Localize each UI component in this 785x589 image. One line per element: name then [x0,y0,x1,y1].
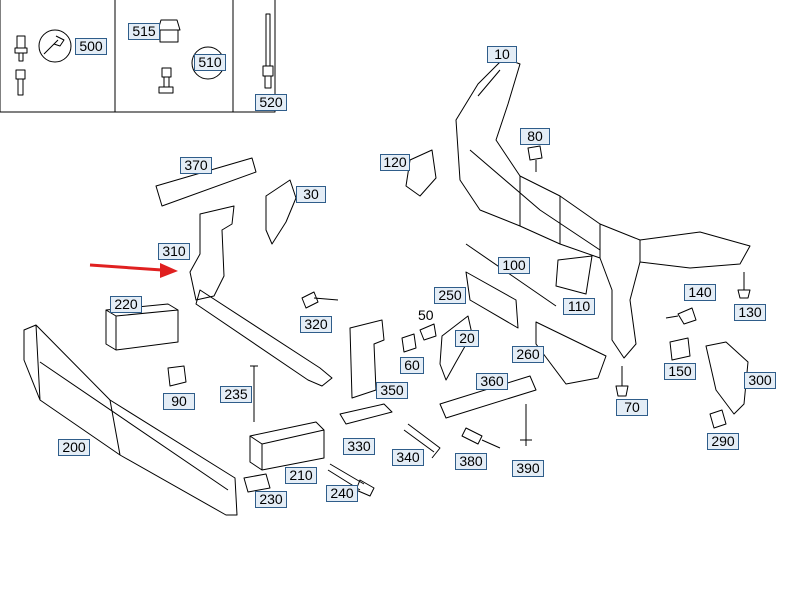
nut-290 [709,409,727,429]
label-220: 220 [110,296,142,313]
front-carrier-10 [455,57,751,359]
bolt-340 [403,423,441,459]
label-380: 380 [455,453,487,470]
label-370: 370 [180,157,212,174]
label-100: 100 [498,257,530,274]
carrier-detail [469,69,641,262]
bracket-220 [105,303,179,351]
label-20: 20 [455,330,479,347]
label-240: 240 [326,485,358,502]
bolt-380 [461,427,501,449]
bracket-120 [405,149,437,197]
label-90: 90 [163,393,195,410]
label-350: 350 [376,382,408,399]
inset-stud-520 [262,13,274,89]
bolt-130 [737,272,751,299]
label-130: 130 [734,304,766,321]
label-150: 150 [664,363,696,380]
strut-350 [349,319,385,399]
bracket-30 [265,179,297,245]
inset-bolt-500 [14,35,28,96]
label-320: 320 [300,316,332,333]
label-80: 80 [520,128,550,145]
label-520: 520 [255,94,287,111]
bumper-beam-200 [23,324,238,516]
bolt-390 [520,404,532,446]
label-30: 30 [296,186,326,203]
label-110: 110 [563,298,595,315]
clip-90 [167,365,187,387]
label-235: 235 [220,386,252,403]
nut-150 [669,337,691,361]
label-330: 330 [343,438,375,455]
bolt-50 [419,323,437,341]
shield-260 [535,321,607,385]
label-250: 250 [434,287,466,304]
label-230: 230 [255,491,287,508]
pointer-arrow [89,263,178,278]
bracket-110 [555,255,593,295]
bracket-250 [465,271,519,329]
bracket-20 [439,315,473,381]
crossmember-arm [195,289,333,387]
stud-235 [250,365,258,422]
label-60: 60 [400,357,424,374]
label-300: 300 [744,372,776,389]
rod-100 [465,243,557,307]
label-120: 120 [380,154,410,171]
label-290: 290 [707,433,739,450]
clip-330 [339,403,393,425]
label-200: 200 [58,439,90,456]
label-210: 210 [285,467,317,484]
bolt-80 [527,145,543,172]
label-310: 310 [158,243,190,260]
bolt-70 [615,366,629,397]
label-510: 510 [194,54,226,71]
inset-panels [0,0,276,113]
bracket-300 [705,341,749,415]
grommet-60 [401,333,417,353]
bracket-210 [249,421,325,471]
label-10: 10 [487,46,517,63]
bolt-320 [301,291,339,309]
label-260: 260 [512,346,544,363]
label-390: 390 [512,460,544,477]
clip-230 [243,473,271,493]
label-515: 515 [128,23,160,40]
label-140: 140 [684,284,716,301]
label-50: 50 [418,307,434,323]
bolt-140 [665,307,697,325]
strip-370 [155,157,257,207]
label-70: 70 [616,399,648,416]
label-500: 500 [75,38,107,55]
label-360: 360 [476,373,508,390]
inset-nut-515 [157,19,181,43]
wrench-symbol-icon [38,29,72,63]
label-340: 340 [392,449,424,466]
strut-310 [189,205,235,301]
